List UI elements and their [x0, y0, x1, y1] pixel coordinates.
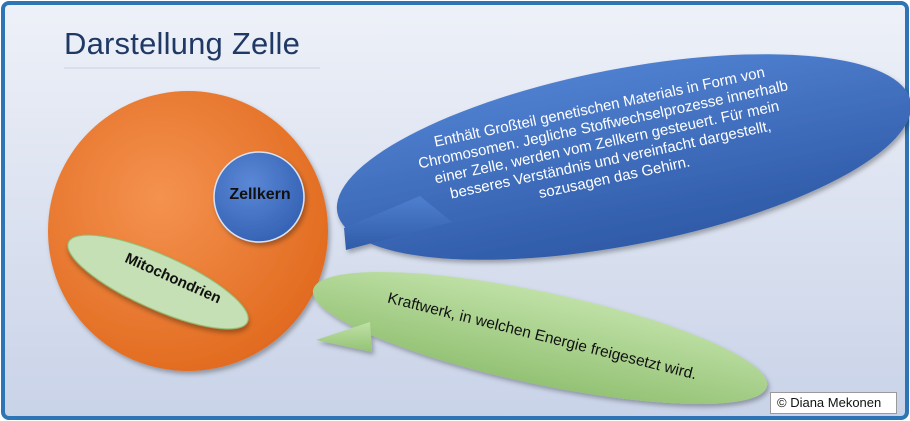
- copyright-notice: © Diana Mekonen: [770, 392, 897, 414]
- nucleus-label: Zellkern: [229, 186, 291, 203]
- nucleus: [213, 151, 305, 243]
- page-title: Darstellung Zelle: [64, 26, 301, 61]
- nucleus-speech-bubble: [336, 54, 910, 260]
- mitochondria-speech-bubble: [312, 272, 768, 404]
- mitochondria: [67, 234, 249, 330]
